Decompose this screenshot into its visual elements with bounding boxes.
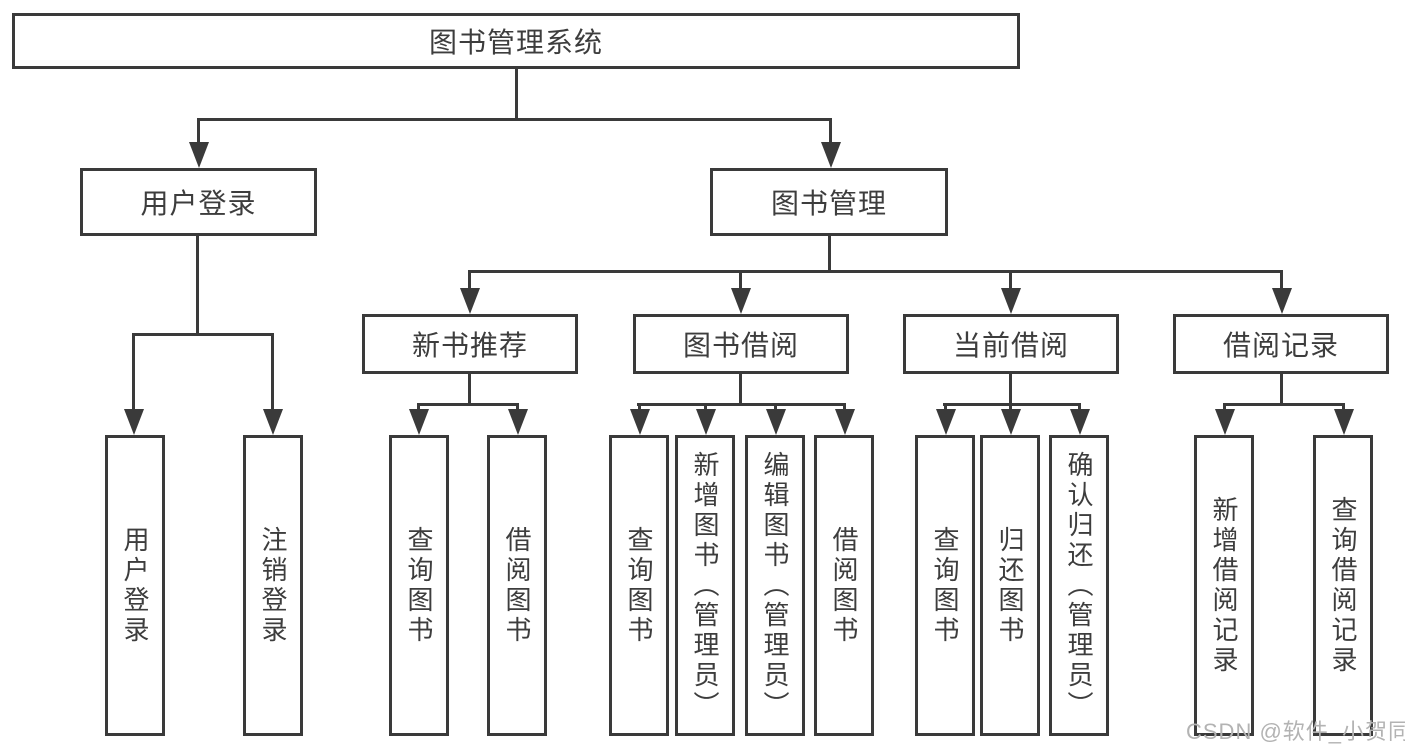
arrow-down-icon — [197, 118, 200, 142]
leaf-return-book: 归还图书 — [980, 435, 1040, 736]
node-borrow-records: 借阅记录 — [1173, 314, 1389, 374]
connector-line — [468, 374, 471, 406]
leaf-logout: 注销登录 — [243, 435, 303, 736]
arrow-down-icon — [1078, 403, 1081, 409]
leaf-label: 注销登录 — [258, 525, 288, 646]
connector-line — [739, 374, 742, 406]
connector-line — [132, 333, 274, 336]
leaf-query-book-borrow: 查询图书 — [609, 435, 669, 736]
node-label: 借阅记录 — [1222, 330, 1339, 361]
connector-line — [828, 236, 831, 273]
arrow-down-icon — [1342, 403, 1345, 409]
arrow-down-icon — [739, 270, 742, 288]
node-book-borrowing: 图书借阅 — [633, 314, 849, 374]
leaf-edit-book-admin: 编辑图书（管理员） — [745, 435, 805, 736]
connector-line — [468, 270, 1283, 273]
node-new-book-recommend: 新书推荐 — [362, 314, 578, 374]
leaf-label: 查询图书 — [624, 525, 654, 646]
connector-line — [196, 236, 199, 336]
csdn-watermark: CSDN @软件_小贺同学 — [1186, 719, 1405, 744]
arrow-down-icon — [774, 403, 777, 409]
arrow-down-icon — [271, 333, 274, 409]
node-current-borrowing: 当前借阅 — [903, 314, 1119, 374]
leaf-label: 用户登录 — [120, 525, 150, 646]
node-label: 图书管理系统 — [428, 27, 603, 58]
leaf-label: 新增借阅记录 — [1209, 495, 1239, 676]
connector-line — [637, 403, 846, 406]
node-label: 新书推荐 — [411, 330, 528, 361]
node-label: 图书借阅 — [682, 330, 799, 361]
arrow-down-icon — [638, 403, 641, 409]
connector-line — [197, 118, 832, 121]
leaf-label: 查询借阅记录 — [1328, 495, 1358, 676]
arrow-down-icon — [1280, 270, 1283, 288]
leaf-query-book-current: 查询图书 — [915, 435, 975, 736]
leaf-query-borrow-record: 查询借阅记录 — [1313, 435, 1373, 736]
leaf-label: 查询图书 — [404, 525, 434, 646]
arrow-down-icon — [468, 270, 471, 288]
arrow-down-icon — [829, 118, 832, 142]
arrow-down-icon — [417, 403, 420, 409]
arrow-down-icon — [1009, 270, 1012, 288]
node-library-management-system: 图书管理系统 — [12, 13, 1020, 69]
node-label: 当前借阅 — [952, 330, 1069, 361]
leaf-add-book-admin: 新增图书（管理员） — [675, 435, 735, 736]
leaf-add-borrow-record: 新增借阅记录 — [1194, 435, 1254, 736]
node-user-login: 用户登录 — [80, 168, 317, 236]
arrow-down-icon — [944, 403, 947, 409]
connector-line — [1009, 374, 1012, 406]
arrow-down-icon — [704, 403, 707, 409]
node-book-management: 图书管理 — [710, 168, 948, 236]
arrow-down-icon — [516, 403, 519, 409]
leaf-label: 借阅图书 — [829, 525, 859, 646]
leaf-user-login: 用户登录 — [105, 435, 165, 736]
leaf-label: 新增图书（管理员） — [690, 450, 720, 721]
leaf-confirm-return-admin: 确认归还（管理员） — [1049, 435, 1109, 736]
node-label: 图书管理 — [770, 188, 887, 219]
leaf-borrow-book: 借阅图书 — [814, 435, 874, 736]
arrow-down-icon — [1223, 403, 1226, 409]
connector-line — [417, 403, 519, 406]
connector-line — [1280, 374, 1283, 406]
leaf-query-book-recommend: 查询图书 — [389, 435, 449, 736]
node-label: 用户登录 — [140, 188, 257, 219]
leaf-label: 归还图书 — [995, 525, 1025, 646]
leaf-label: 确认归还（管理员） — [1064, 450, 1094, 721]
arrow-down-icon — [843, 403, 846, 409]
connector-line — [943, 403, 1081, 406]
connector-line — [515, 68, 518, 120]
arrow-down-icon — [132, 333, 135, 409]
leaf-label: 查询图书 — [930, 525, 960, 646]
arrow-down-icon — [1009, 403, 1012, 409]
connector-line — [1223, 403, 1344, 406]
leaf-label: 编辑图书（管理员） — [760, 450, 790, 721]
leaf-label: 借阅图书 — [502, 525, 532, 646]
leaf-borrow-book-recommend: 借阅图书 — [487, 435, 547, 736]
